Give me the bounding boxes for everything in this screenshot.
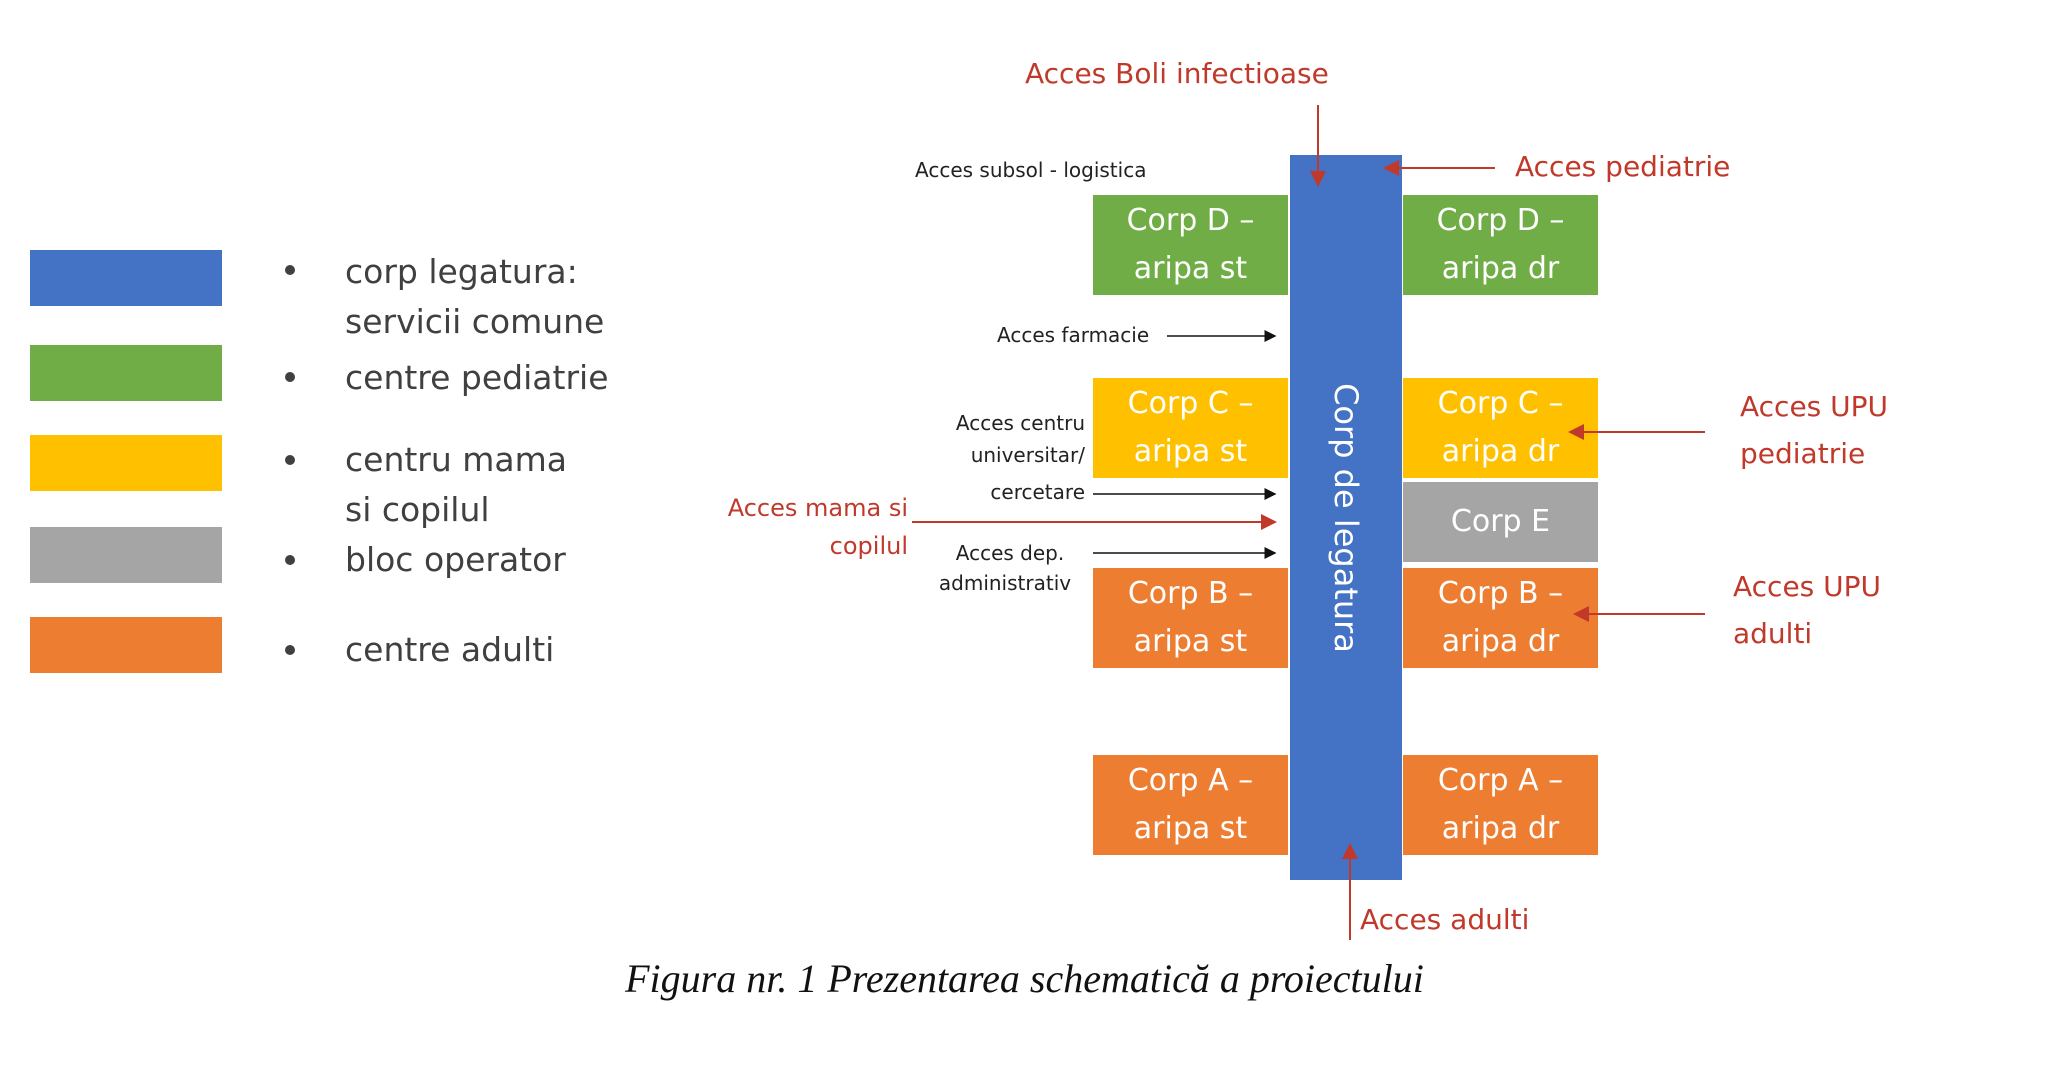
label-acces-farmacie: Acces farmacie <box>997 323 1150 347</box>
block-corp-a-dr: Corp A – aripa dr <box>1403 755 1598 855</box>
block-line: aripa st <box>1133 251 1248 286</box>
label-acces-upu-pediatrie-2: pediatrie <box>1740 437 1866 470</box>
legend-label-blue-1: corp legatura: <box>345 252 578 291</box>
corp-legatura-block: Corp de legatura <box>1290 155 1402 880</box>
block-line: Corp D – <box>1436 203 1565 238</box>
legend-bullet <box>285 372 295 382</box>
label-acces-centru-2: universitar/ <box>970 443 1085 467</box>
legend-label-grey: bloc operator <box>345 540 566 579</box>
block-corp-c-dr: Corp C – aripa dr <box>1403 378 1598 478</box>
figure-caption: Figura nr. 1 Prezentarea schematică a pr… <box>625 956 1424 1001</box>
legend-swatch-blue <box>30 250 222 306</box>
legend-swatch-orange <box>30 617 222 673</box>
block-line: aripa dr <box>1441 811 1560 846</box>
legend-bullet <box>285 455 295 465</box>
block-line: aripa st <box>1133 434 1248 469</box>
label-acces-adulti: Acces adulti <box>1360 903 1530 936</box>
block-line: Corp C – <box>1127 386 1254 421</box>
block-line: aripa dr <box>1441 434 1560 469</box>
legend-bullet <box>285 645 295 655</box>
legend-swatch-green <box>30 345 222 401</box>
block-corp-e: Corp E <box>1403 482 1598 562</box>
label-acces-upu-adulti-1: Acces UPU <box>1733 570 1882 603</box>
block-line: Corp B – <box>1127 576 1254 611</box>
label-acces-centru-1: Acces centru <box>955 411 1085 435</box>
legend-swatch-yellow <box>30 435 222 491</box>
legend-bullet <box>285 265 295 275</box>
block-line: aripa st <box>1133 811 1248 846</box>
label-acces-boli-infectioase: Acces Boli infectioase <box>1025 57 1329 90</box>
label-acces-pediatrie: Acces pediatrie <box>1515 150 1731 183</box>
legend-label-yellow-1: centru mama <box>345 440 568 479</box>
label-acces-dep-2: administrativ <box>938 571 1072 595</box>
legend-label-yellow-2: si copilul <box>345 490 490 529</box>
block-line: Corp B – <box>1437 576 1564 611</box>
block-line: Corp E <box>1450 504 1551 539</box>
label-acces-mama-copilul-1: Acces mama si <box>727 494 908 522</box>
block-line: Corp C – <box>1437 386 1564 421</box>
block-corp-c-st: Corp C – aripa st <box>1093 378 1288 478</box>
label-acces-upu-pediatrie-1: Acces UPU <box>1740 390 1889 423</box>
label-acces-subsol-logistica: Acces subsol - logistica <box>915 158 1147 182</box>
legend-swatch-grey <box>30 527 222 583</box>
block-corp-d-dr: Corp D – aripa dr <box>1403 195 1598 295</box>
legend-label-green: centre pediatrie <box>345 358 609 397</box>
block-corp-b-dr: Corp B – aripa dr <box>1403 568 1598 668</box>
block-line: aripa dr <box>1441 624 1560 659</box>
block-corp-b-st: Corp B – aripa st <box>1093 568 1288 668</box>
label-acces-mama-copilul-2: copilul <box>829 532 908 560</box>
block-line: Corp A – <box>1437 763 1564 798</box>
block-corp-a-st: Corp A – aripa st <box>1093 755 1288 855</box>
legend-label-blue-2: servicii comune <box>345 302 605 341</box>
block-line: Corp A – <box>1127 763 1254 798</box>
legend-label-orange: centre adulti <box>345 630 555 669</box>
legend-bullet <box>285 555 295 565</box>
label-acces-dep-1: Acces dep. <box>955 541 1065 565</box>
block-line: aripa st <box>1133 624 1248 659</box>
label-acces-upu-adulti-2: adulti <box>1733 617 1813 650</box>
label-acces-centru-3: cercetare <box>990 480 1085 504</box>
block-line: aripa dr <box>1441 251 1560 286</box>
block-line: Corp D – <box>1126 203 1255 238</box>
block-corp-d-st: Corp D – aripa st <box>1093 195 1288 295</box>
